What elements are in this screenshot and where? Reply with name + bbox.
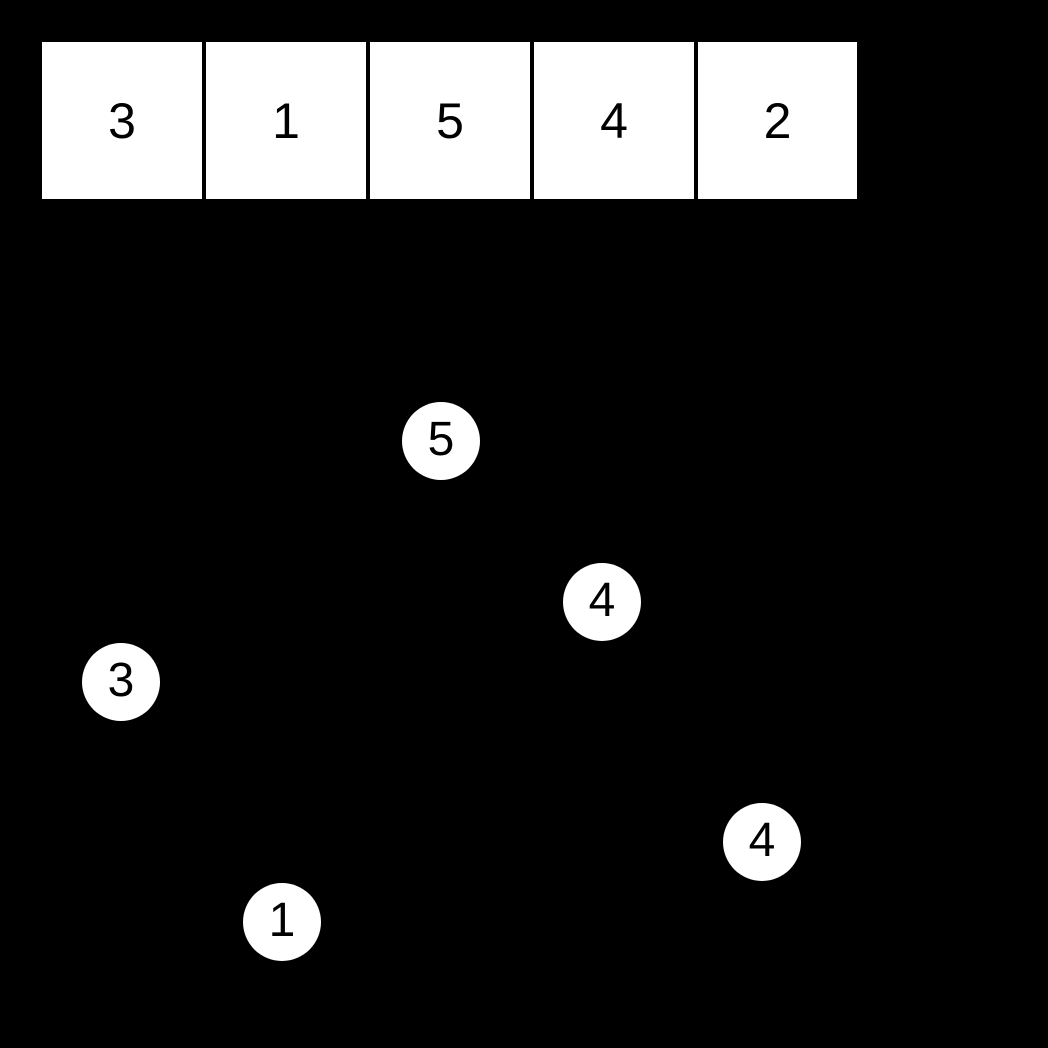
node-circle[interactable]: 5: [402, 402, 480, 480]
node-circle[interactable]: 1: [243, 883, 321, 961]
array-cell-0[interactable]: 3: [42, 42, 202, 199]
array-cell-4[interactable]: 2: [698, 42, 857, 199]
node-label: 4: [588, 574, 616, 627]
node-label: 5: [427, 413, 455, 466]
array-cell-value: 1: [272, 92, 300, 149]
node-circle[interactable]: 4: [723, 803, 801, 881]
node-circle[interactable]: 4: [563, 563, 641, 641]
array-cell-value: 3: [108, 92, 136, 149]
array-row: 3 1 5 4 2: [42, 42, 857, 199]
array-cell-3[interactable]: 4: [534, 42, 694, 199]
array-cell-2[interactable]: 5: [370, 42, 530, 199]
array-cell-1[interactable]: 1: [206, 42, 366, 199]
array-cell-value: 5: [436, 92, 464, 149]
node-label: 3: [107, 654, 135, 707]
node-label: 1: [268, 894, 296, 947]
array-cell-value: 4: [600, 92, 628, 149]
node-label: 4: [748, 814, 776, 867]
node-circle[interactable]: 3: [82, 643, 160, 721]
array-cell-value: 2: [763, 92, 792, 149]
